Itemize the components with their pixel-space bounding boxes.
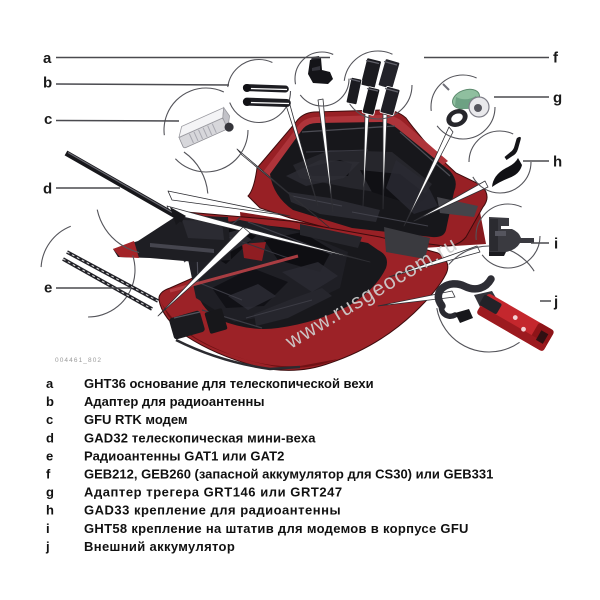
svg-text:j: j [553,294,558,311]
svg-text:GHT36 основание для телескопич: GHT36 основание для телескопической вехи [84,376,374,391]
svg-text:GAD32 телескопическая мини-вех: GAD32 телескопическая мини-веха [84,430,316,445]
svg-text:d: d [46,430,54,445]
svg-text:g: g [46,485,54,500]
svg-text:h: h [46,503,54,518]
svg-text:d: d [43,181,52,198]
svg-text:g: g [553,90,562,107]
svg-text:f: f [46,467,51,482]
svg-text:c: c [46,412,53,427]
svg-text:Адаптер для радиоантенны: Адаптер для радиоантенны [84,394,264,409]
svg-text:Адаптер трегера GRT146 или GRT: Адаптер трегера GRT146 или GRT247 [84,485,343,500]
svg-text:GFU RTK модем: GFU RTK модем [84,412,188,427]
svg-text:b: b [43,75,52,92]
svg-text:c: c [44,111,52,128]
svg-text:a: a [43,50,52,67]
svg-text:004461_802: 004461_802 [55,357,102,364]
svg-text:Радиоантенны GAT1 или GAT2: Радиоантенны GAT1 или GAT2 [84,448,285,463]
svg-text:e: e [46,448,53,463]
svg-text:b: b [46,394,54,409]
svg-text:GHT58 крепление на штатив для: GHT58 крепление на штатив для модемов в … [84,521,469,536]
svg-text:j: j [45,539,50,554]
svg-text:Внешний аккумулятор: Внешний аккумулятор [84,539,235,554]
svg-text:f: f [553,50,559,67]
svg-text:i: i [46,521,50,536]
svg-text:GEB212, GEB260 (запасной аккум: GEB212, GEB260 (запасной аккумулятор для… [84,467,493,482]
svg-text:a: a [46,376,54,391]
svg-text:GAD33 крепление для радиоантен: GAD33 крепление для радиоантенны [84,503,341,518]
svg-text:e: e [44,280,52,297]
svg-text:i: i [554,236,558,253]
svg-text:h: h [553,154,562,171]
